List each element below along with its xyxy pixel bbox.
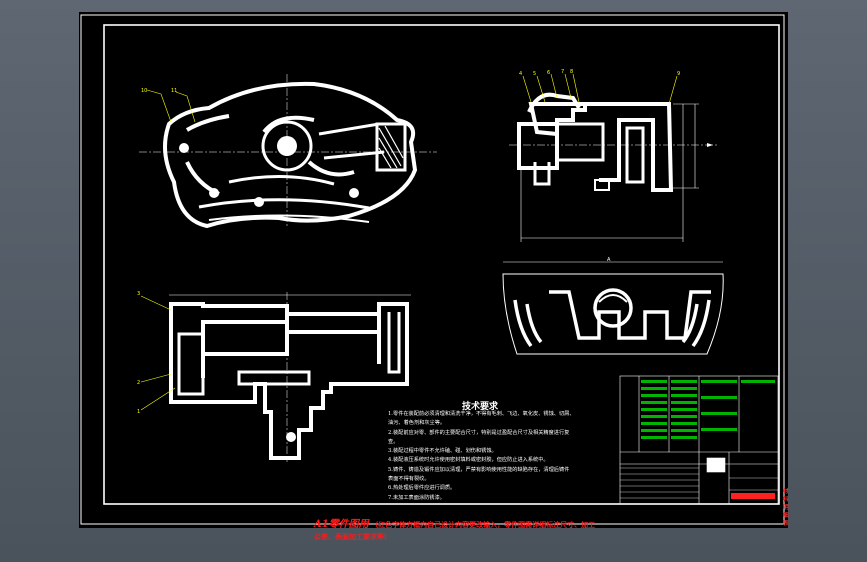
- drawing-sheet: 10 11 4 5: [79, 12, 789, 528]
- side-view: [517, 92, 674, 192]
- plan-view: [169, 302, 409, 460]
- front-view: [163, 81, 418, 229]
- svg-text:3: 3: [137, 291, 140, 297]
- svg-text:7: 7: [561, 69, 564, 75]
- sheet-caption: A1零件图用 （红色字体方框内自己设计内容更改输入，零件图需详细标注尺寸、加工 …: [314, 519, 704, 543]
- tech-requirement-line: 6.热处理后零件应进行调质。: [388, 485, 456, 492]
- tech-requirement-line: 表面不得有裂纹。: [388, 476, 430, 483]
- tech-requirement-line: 3.装配过程中零件不允许磕、碰、划伤和锈蚀。: [388, 448, 497, 455]
- balloons-front: 10 11: [141, 88, 177, 94]
- auxiliary-view: [502, 273, 724, 355]
- tech-requirements-title: 技术要求: [462, 402, 499, 412]
- tech-requirement-line: 7.未加工表面涂防锈漆。: [388, 494, 445, 501]
- inner-frame: [103, 24, 780, 505]
- svg-text:5: 5: [533, 71, 536, 77]
- title-block-fine-lines: [620, 467, 778, 499]
- svg-text:9: 9: [677, 71, 680, 77]
- caption-note-line2: 公差、表面加工要求等）: [314, 532, 391, 541]
- outer-frame: [80, 14, 785, 525]
- svg-text:4: 4: [519, 71, 522, 77]
- tech-requirement-line: 1.零件在装配前必须清理和清洗干净，不得有毛刺、飞边、氧化皮、锈蚀、切屑、: [388, 411, 575, 417]
- tech-requirement-line: 5.铸件、铸造及锻件应加以清理，严禁有影响使用性能的缺陷存在，清理后铸件: [388, 466, 570, 473]
- svg-text:10: 10: [141, 88, 147, 94]
- leaders-front: [146, 89, 196, 123]
- svg-text:2: 2: [137, 380, 140, 386]
- svg-text:8: 8: [570, 69, 573, 75]
- title-block-red-field: [731, 493, 775, 499]
- tech-requirement-line: 4.装配液压系统时允许使用密封填料或密封胶，但应防止进入系统中。: [388, 457, 549, 464]
- cad-drawing: 10 11 4 5: [80, 14, 785, 525]
- svg-text:1: 1: [137, 409, 140, 415]
- title-block-red-note: 材料明细表: [783, 489, 789, 527]
- caption-note-line1: （红色字体方框内自己设计内容更改输入，零件图需详细标注尺寸、加工: [371, 520, 596, 529]
- caption-headline: A1零件图用: [314, 519, 369, 530]
- dimension-lines-side: [520, 103, 699, 242]
- tech-requirements-list: 1.零件在装配前必须清理和清洗干净，不得有毛刺、飞边、氧化皮、锈蚀、切屑、 油污…: [388, 410, 688, 503]
- title-block-rows: [641, 380, 775, 439]
- svg-text:6: 6: [547, 70, 550, 76]
- view-marker: A: [607, 257, 611, 263]
- svg-text:11: 11: [171, 88, 177, 94]
- tech-requirement-line: 油污、着色剂和灰尘等。: [388, 420, 446, 427]
- leaders-side: [522, 73, 678, 105]
- balloons-side: 4 5 6 7 8 9: [519, 69, 680, 77]
- tech-requirement-line: 查。: [388, 438, 399, 445]
- tech-requirement-line: 2.装配前应对零、部件的主要配合尺寸，特别是过盈配合尺寸及相关精度进行复: [388, 429, 570, 436]
- leaders-plan: [140, 295, 176, 411]
- balloons-plan: 3 2 1: [137, 291, 140, 415]
